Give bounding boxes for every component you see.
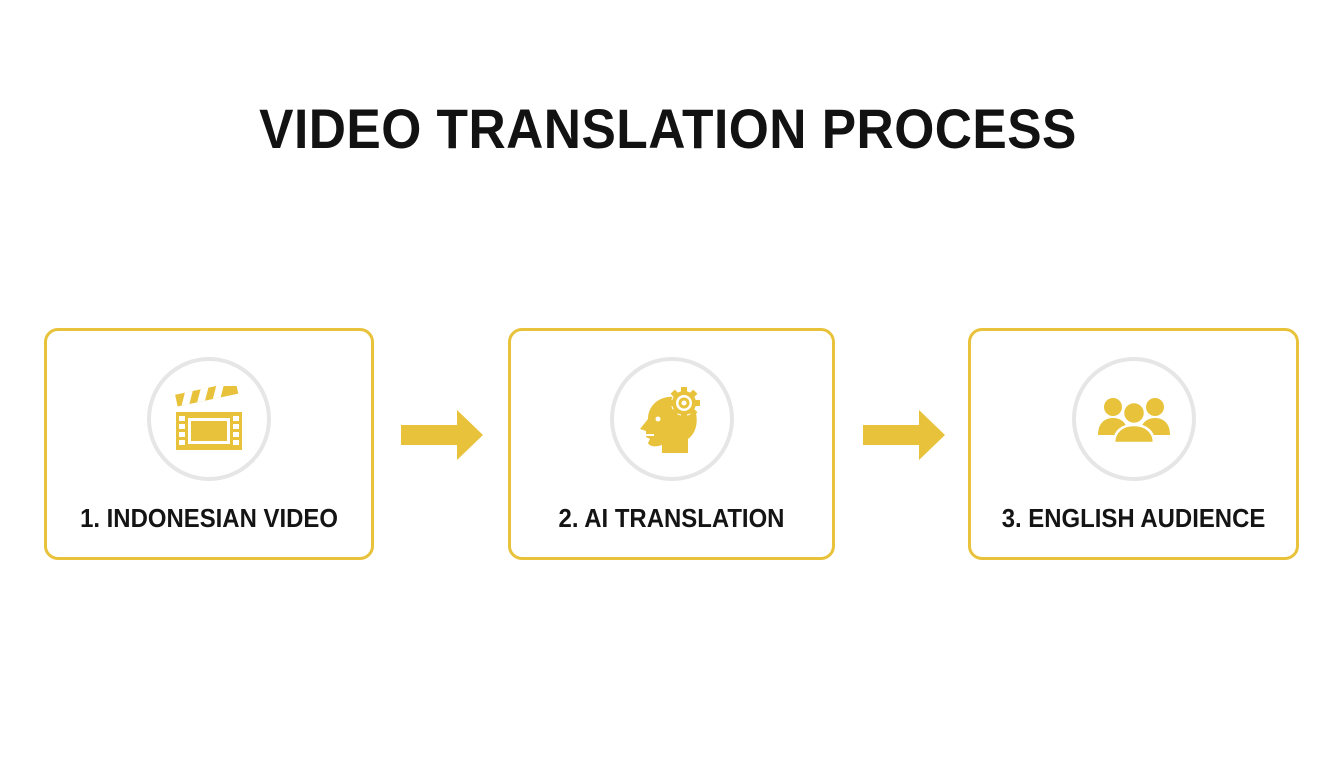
step-label: 3. ENGLISH AUDIENCE [1001, 503, 1266, 533]
clapperboard-icon [175, 386, 242, 450]
step-card-english-audience: 3. ENGLISH AUDIENCE [968, 328, 1299, 560]
icon-circle [1071, 357, 1196, 481]
arrow-right-icon [401, 410, 483, 460]
step-label: 1. INDONESIAN VIDEO [80, 503, 338, 533]
arrow-right-icon [863, 410, 945, 460]
head-gear-icon [639, 387, 700, 453]
audience-icon [1097, 398, 1170, 445]
step-card-indonesian-video: 1. INDONESIAN VIDEO [44, 328, 374, 560]
step-label: 2. AI TRANSLATION [558, 503, 785, 533]
icon-circle [147, 357, 271, 481]
icon-circle [609, 357, 734, 481]
diagram-title: VIDEO TRANSLATION PROCESS [259, 97, 1077, 160]
step-card-ai-translation: 2. AI TRANSLATION [508, 328, 835, 560]
